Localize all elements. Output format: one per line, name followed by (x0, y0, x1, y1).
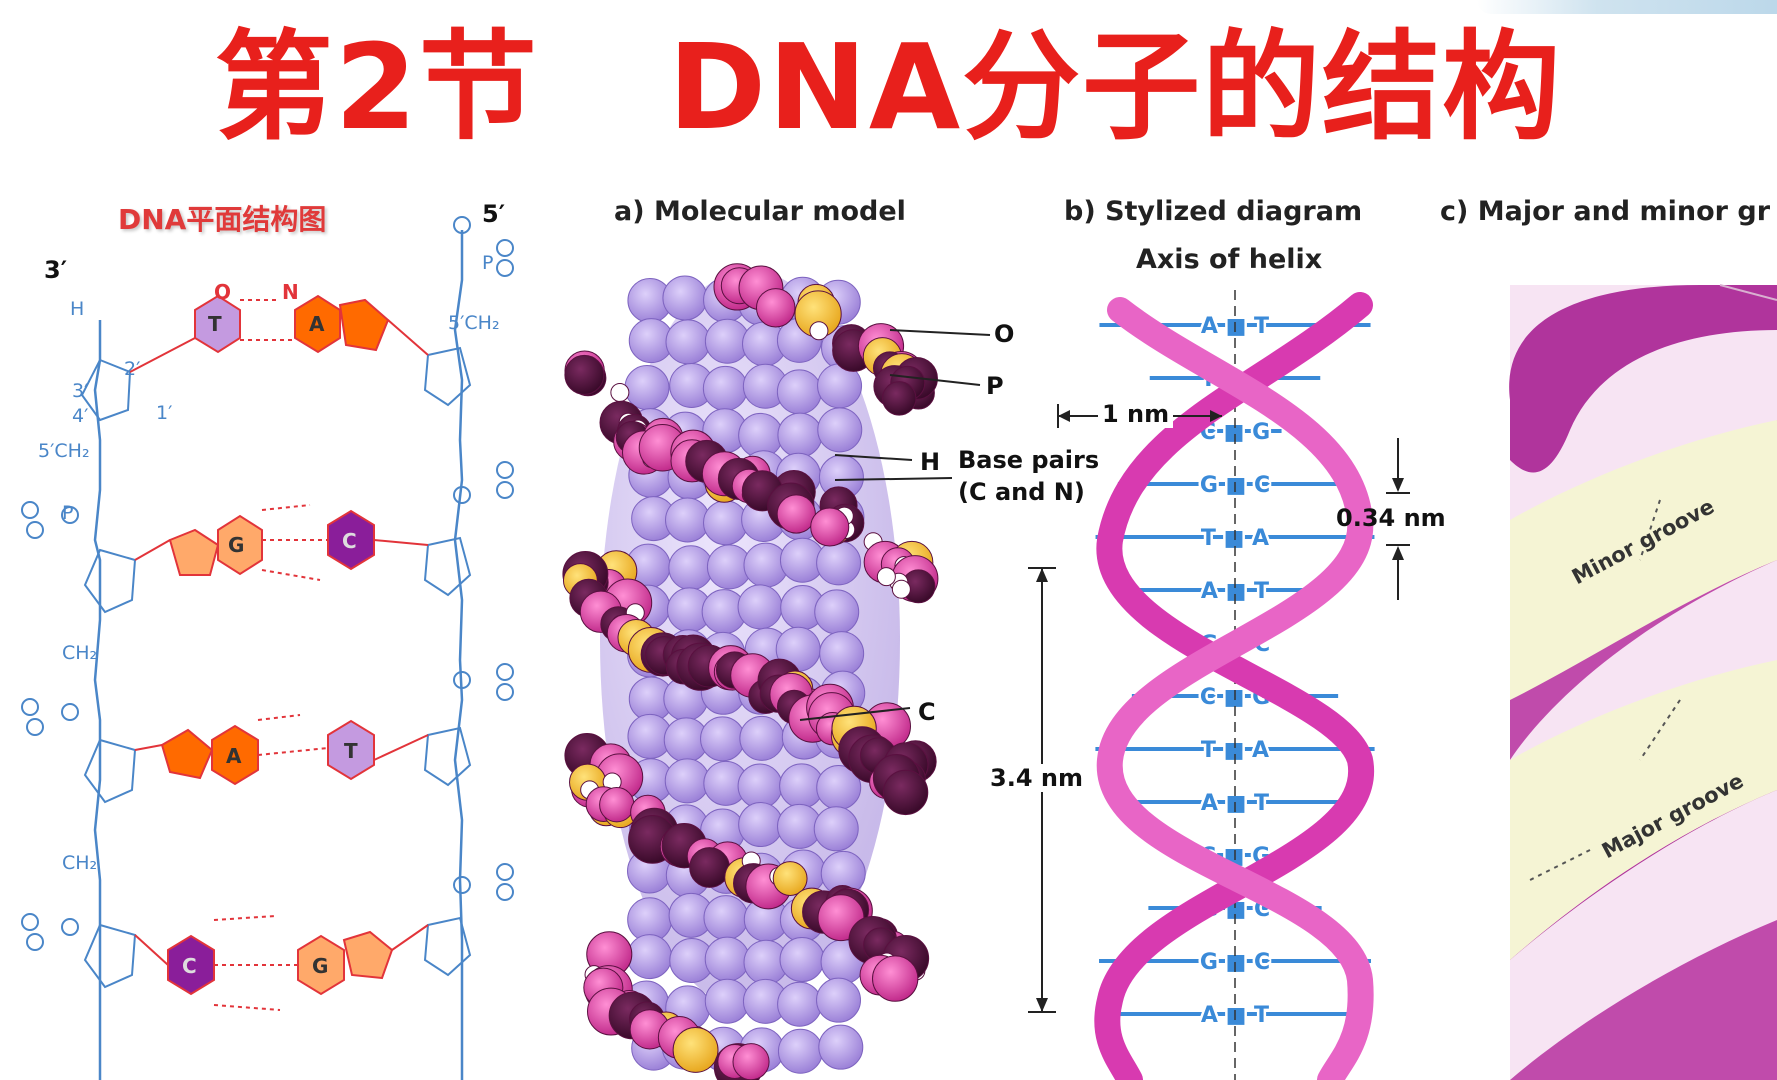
atom-p-label: P (986, 372, 1004, 400)
page-title: 第2节 DNA分子的结构 (214, 18, 1563, 156)
axis-of-helix-label: Axis of helix (1136, 244, 1323, 275)
carbon-1-label: 1′ (156, 402, 173, 424)
atom-h-label: H (920, 448, 941, 476)
atom-c-label: C (918, 698, 936, 726)
carbon-4-label: 4′ (72, 405, 89, 427)
width-dimension-label: 1 nm (1098, 400, 1174, 428)
grooves-panel: c) Major and minor gr Minor groove Major… (1440, 0, 1777, 1080)
base-pairs-sublabel: (C and N) (958, 478, 1085, 506)
group-ch2-1: CH₂ (62, 642, 98, 664)
group-ch2-2: CH₂ (62, 852, 98, 874)
stylized-helix-graphic: A ■ TT ■ AC ■ GG ■ CT ■ AA ■ TG ■ CC ■ G… (1028, 290, 1410, 1080)
grooves-caption: c) Major and minor gr (1440, 196, 1771, 227)
atom-o-1: O (214, 280, 232, 304)
base-letter-a3: A (226, 744, 242, 768)
group-p-1: P (62, 502, 74, 524)
grooves-graphic (1509, 284, 1777, 1080)
molecular-model-graphic (562, 263, 991, 1080)
end-3-label: 3′ (44, 256, 68, 284)
flat-structure-diagram (21, 216, 514, 1080)
base-letter-c4: C (182, 954, 197, 978)
base-letter-c2: C (342, 529, 357, 553)
rise-dimension-label: 0.34 nm (1336, 504, 1446, 532)
group-5ch2-1: 5′CH₂ (38, 440, 90, 462)
base-letter-t3: T (344, 739, 358, 763)
group-5ch2-2: 5′CH₂ (448, 312, 500, 334)
carbon-3-label: 3′ (72, 380, 89, 402)
base-letter-g2: G (228, 533, 245, 557)
base-pair-label: G ■ C (1200, 950, 1270, 975)
atom-n-1: N (282, 280, 299, 304)
molecular-model-caption: a) Molecular model (614, 196, 906, 227)
base-letter-a1: A (309, 312, 325, 336)
base-letter-g4: G (312, 954, 329, 978)
pitch-dimension-label: 3.4 nm (990, 764, 1083, 792)
stylized-caption: b) Stylized diagram (1064, 196, 1363, 227)
molecular-model-panel: a) Molecular model O P H C Base pairs (C… (560, 0, 1099, 1080)
end-5-label: 5′ (482, 200, 506, 228)
corner-accent (1477, 0, 1777, 14)
flat-structure-title: DNA平面结构图 (118, 203, 327, 236)
carbon-2-label: 2′ (124, 358, 141, 380)
group-h: H (70, 298, 85, 320)
group-p-2: P (482, 252, 494, 274)
atom-o-label: O (994, 320, 1015, 348)
flat-structure-panel: DNA平面结构图 3′ 5′ (0, 0, 560, 1080)
base-letter-t1: T (208, 312, 222, 336)
base-pair-label: C ■ G (1200, 685, 1270, 710)
base-pairs-label: Base pairs (958, 446, 1100, 474)
